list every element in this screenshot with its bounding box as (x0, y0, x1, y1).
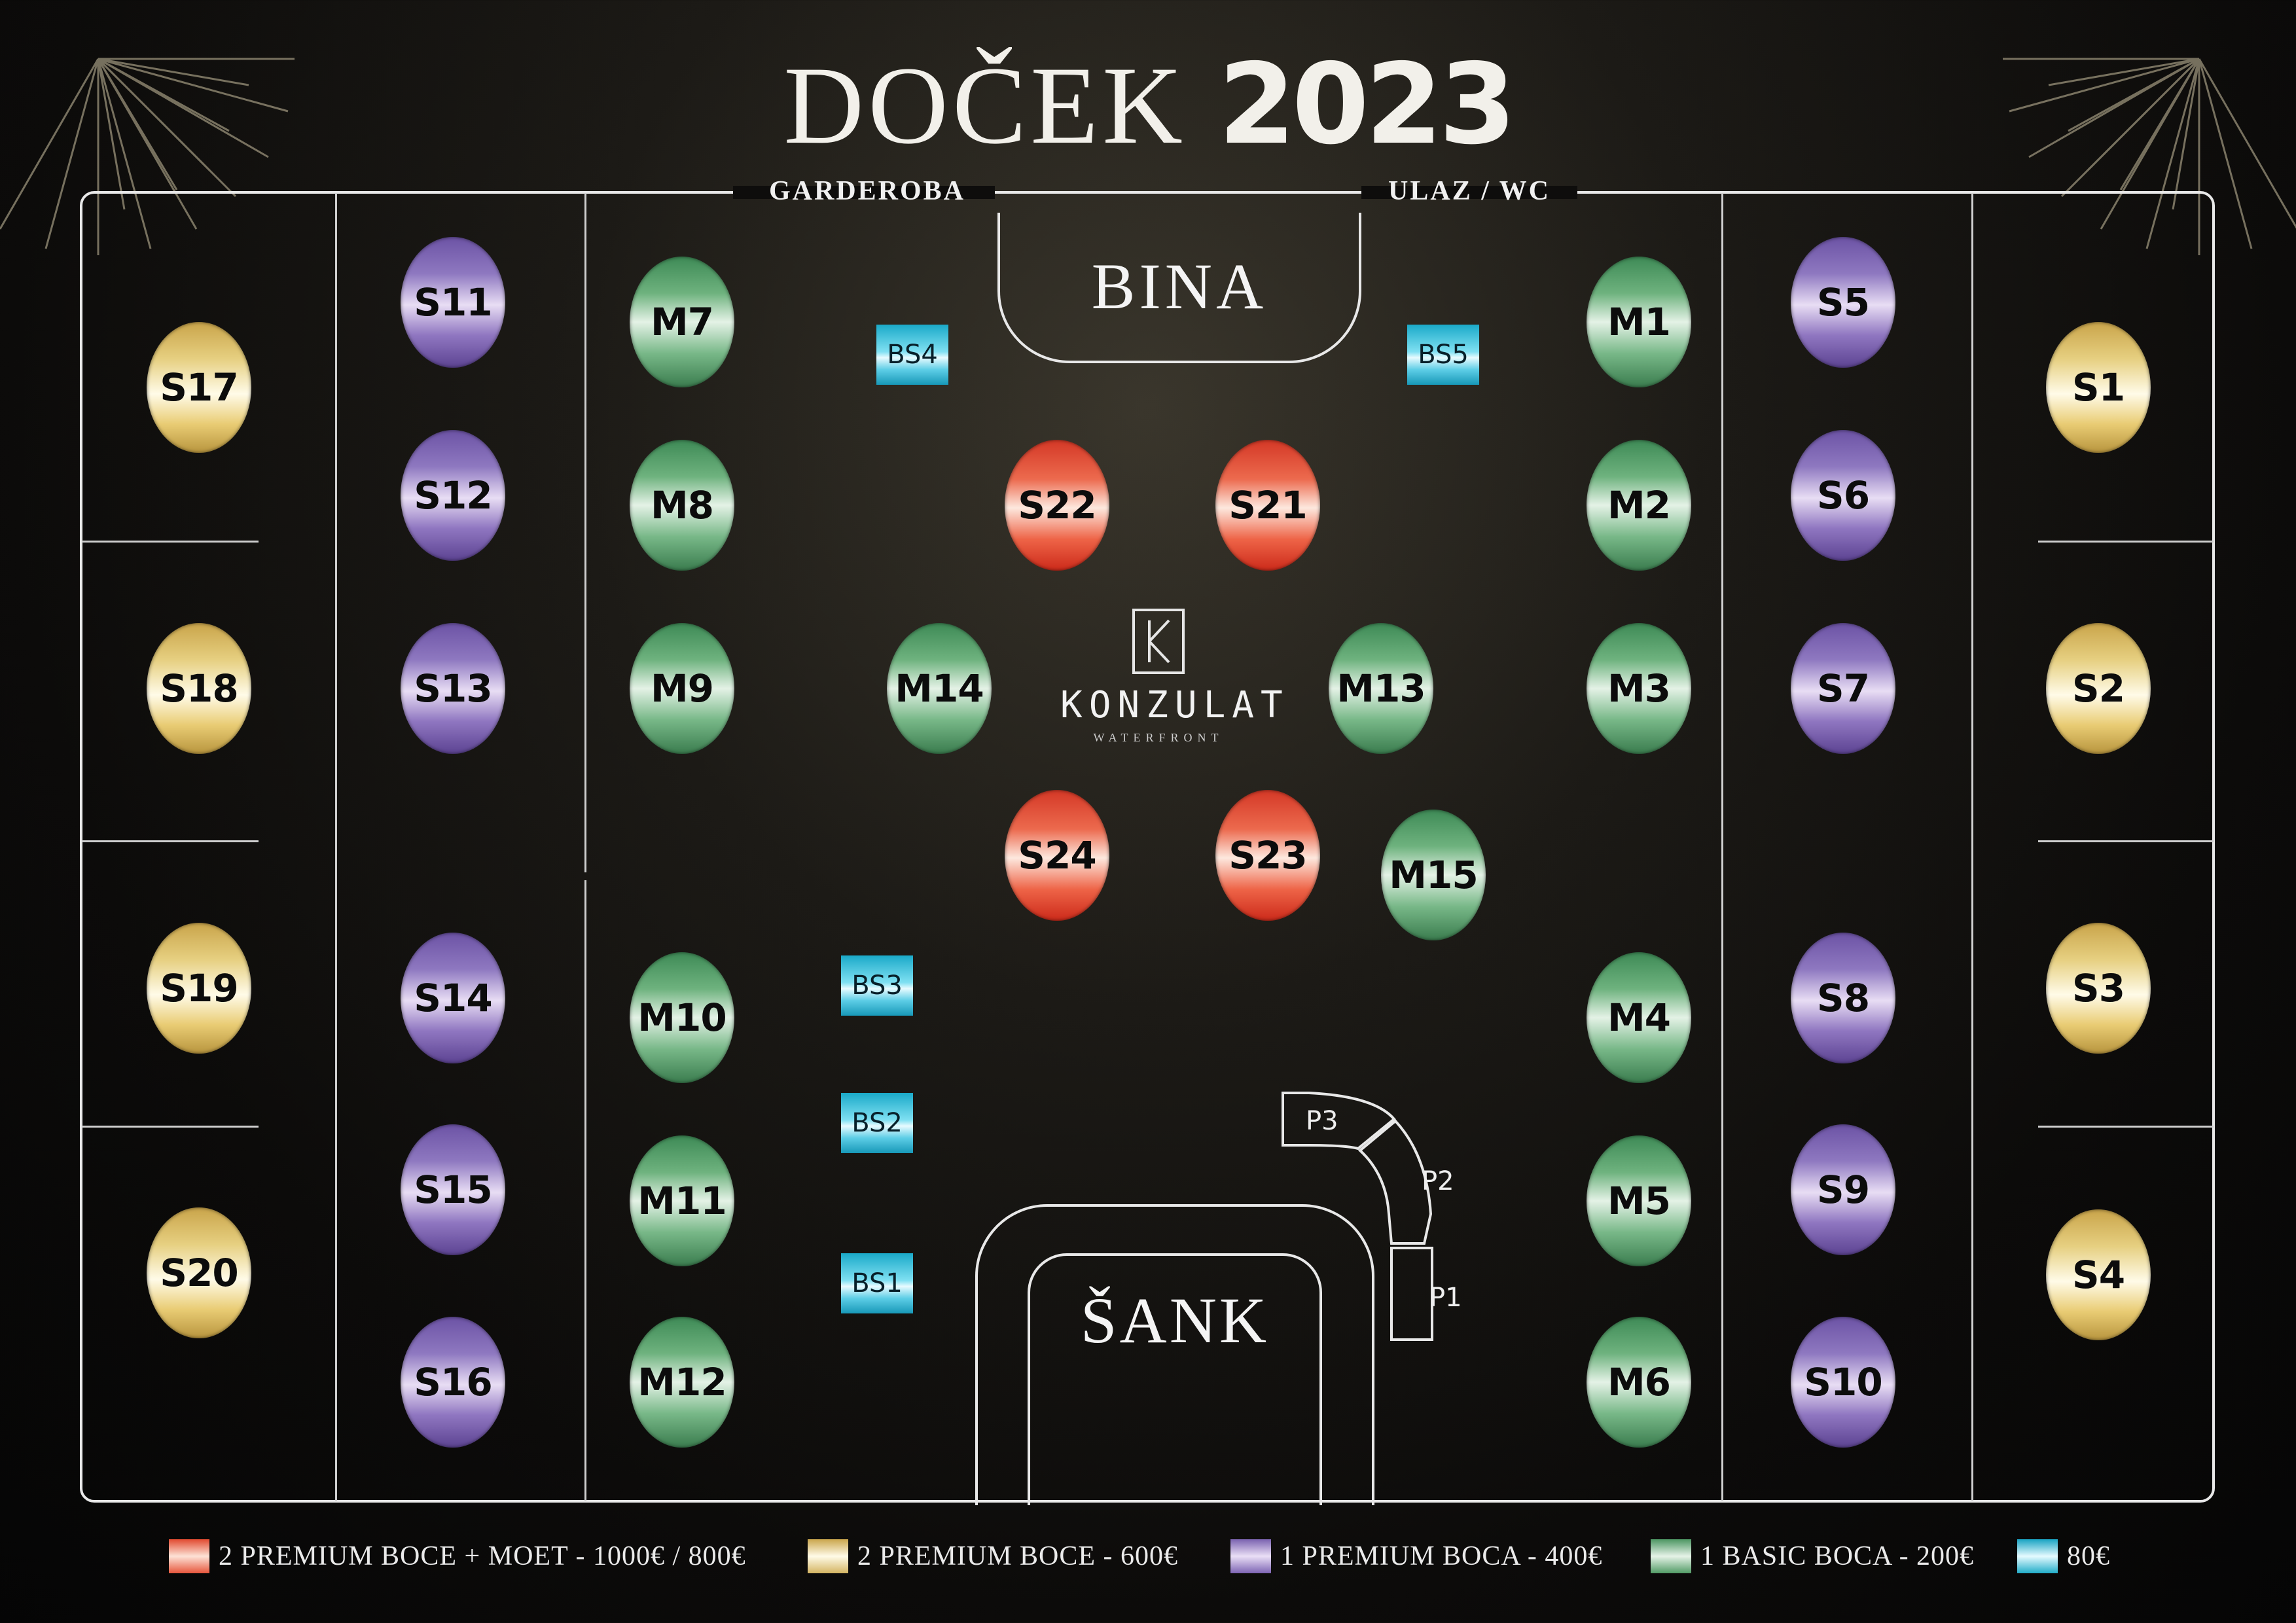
table-S1[interactable]: S1 (2046, 322, 2151, 453)
logo-k-mark (1132, 609, 1185, 674)
bar: ŠANK (1028, 1283, 1322, 1381)
floor-plan-frame (80, 191, 2215, 1503)
bar-seat-BS4[interactable]: BS4 (876, 325, 948, 385)
legend-label-cyan: 80€ (2067, 1541, 2110, 1571)
table-S10[interactable]: S10 (1791, 1317, 1895, 1448)
stool-p1-shape (1390, 1247, 1433, 1341)
firework-decoration-right (2003, 58, 2296, 255)
logo-name: KONZULAT (1060, 684, 1289, 726)
stage-label: BINA (1091, 250, 1268, 323)
logo-k-icon (1148, 619, 1170, 664)
booth-divider-left-1 (82, 541, 259, 543)
stool-p2-shape (1357, 1119, 1433, 1245)
bar-outer-counter (975, 1204, 1374, 1505)
stage: BINA (997, 213, 1361, 363)
legend-swatch-red (169, 1539, 209, 1573)
table-M10[interactable]: M10 (630, 952, 734, 1083)
table-S4[interactable]: S4 (2046, 1209, 2151, 1340)
stool-p3-shape (1282, 1092, 1396, 1150)
booth-divider-left-3 (82, 1126, 259, 1128)
table-S19[interactable]: S19 (147, 923, 251, 1054)
divider-right-2 (1971, 193, 1973, 1501)
table-S3[interactable]: S3 (2046, 923, 2151, 1054)
table-M11[interactable]: M11 (630, 1135, 734, 1266)
legend-label-red: 2 PREMIUM BOCE + MOET - 1000€ / 800€ (219, 1541, 746, 1571)
table-S17[interactable]: S17 (147, 322, 251, 453)
bar-seat-BS2[interactable]: BS2 (841, 1093, 913, 1153)
booth-divider-right-3 (2038, 1126, 2214, 1128)
table-M12[interactable]: M12 (630, 1317, 734, 1448)
table-M7[interactable]: M7 (630, 257, 734, 387)
table-M4[interactable]: M4 (1587, 952, 1691, 1083)
table-S18[interactable]: S18 (147, 623, 251, 754)
booth-divider-left-2 (82, 840, 259, 842)
table-S9[interactable]: S9 (1791, 1124, 1895, 1255)
frame-gap-garderoba (733, 186, 995, 199)
bar-stool-area (1282, 1092, 1433, 1341)
table-S7[interactable]: S7 (1791, 623, 1895, 754)
entrance-label: ULAZ / WC (1388, 176, 1551, 206)
table-S13[interactable]: S13 (401, 623, 505, 754)
legend-label-green: 1 BASIC BOCA - 200€ (1700, 1541, 1975, 1571)
konzulat-logo: KONZULAT WATERFRONT (1060, 605, 1289, 762)
bar-stool-P3[interactable]: P3 (1306, 1106, 1338, 1136)
legend-swatch-purple (1230, 1539, 1271, 1573)
divider-left-1 (335, 193, 337, 1501)
table-S5[interactable]: S5 (1791, 237, 1895, 368)
legend-label-purple: 1 PREMIUM BOCA - 400€ (1280, 1541, 1603, 1571)
table-S2[interactable]: S2 (2046, 623, 2151, 754)
legend-swatch-gold (808, 1539, 848, 1573)
table-S15[interactable]: S15 (401, 1124, 505, 1255)
table-M9[interactable]: M9 (630, 623, 734, 754)
bar-stool-P2[interactable]: P2 (1422, 1166, 1454, 1196)
title-text: DOČEK (783, 44, 1219, 167)
legend-swatch-cyan (2017, 1539, 2058, 1573)
table-M8[interactable]: M8 (630, 440, 734, 571)
bar-inner-counter (1028, 1253, 1322, 1505)
table-S11[interactable]: S11 (401, 237, 505, 368)
table-S20[interactable]: S20 (147, 1207, 251, 1338)
table-S23[interactable]: S23 (1215, 790, 1320, 921)
legend-item-purple: 1 PREMIUM BOCA - 400€ (1230, 1537, 1602, 1576)
title-year: 2023 (1218, 40, 1516, 169)
bar-stool-P1[interactable]: P1 (1429, 1283, 1462, 1313)
legend-swatch-green (1651, 1539, 1691, 1573)
table-S14[interactable]: S14 (401, 933, 505, 1063)
page-title: DOČEK 2023 (0, 39, 2296, 170)
legend-item-red: 2 PREMIUM BOCE + MOET - 1000€ / 800€ (169, 1537, 746, 1576)
table-M2[interactable]: M2 (1587, 440, 1691, 571)
divider-right-1 (1721, 193, 1723, 1501)
table-S21[interactable]: S21 (1215, 440, 1320, 571)
table-M13[interactable]: M13 (1329, 623, 1433, 754)
table-S12[interactable]: S12 (401, 430, 505, 561)
frame-gap-entrance (1361, 186, 1577, 199)
table-S16[interactable]: S16 (401, 1317, 505, 1448)
firework-decoration-left (0, 58, 295, 255)
divider-left-2a (584, 193, 586, 872)
table-M15[interactable]: M15 (1381, 810, 1486, 940)
table-M14[interactable]: M14 (887, 623, 992, 754)
divider-left-2b (584, 880, 586, 1501)
legend-label-gold: 2 PREMIUM BOCE - 600€ (857, 1541, 1179, 1571)
logo-subtitle: WATERFRONT (1093, 731, 1224, 744)
legend-item-green: 1 BASIC BOCA - 200€ (1651, 1537, 1974, 1576)
bar-label: ŠANK (1080, 1284, 1270, 1357)
table-S8[interactable]: S8 (1791, 933, 1895, 1063)
booth-divider-right-2 (2038, 840, 2214, 842)
bar-seat-BS3[interactable]: BS3 (841, 955, 913, 1016)
table-M5[interactable]: M5 (1587, 1135, 1691, 1266)
table-S24[interactable]: S24 (1005, 790, 1109, 921)
table-M6[interactable]: M6 (1587, 1317, 1691, 1448)
legend-item-gold: 2 PREMIUM BOCE - 600€ (808, 1537, 1178, 1576)
bar-seat-BS5[interactable]: BS5 (1407, 325, 1479, 385)
booth-divider-right-1 (2038, 541, 2214, 543)
table-M1[interactable]: M1 (1587, 257, 1691, 387)
legend-item-cyan: 80€ (2017, 1537, 2110, 1576)
table-M3[interactable]: M3 (1587, 623, 1691, 754)
table-S6[interactable]: S6 (1791, 430, 1895, 561)
table-S22[interactable]: S22 (1005, 440, 1109, 571)
bar-seat-BS1[interactable]: BS1 (841, 1253, 913, 1313)
garderoba-label: GARDEROBA (768, 176, 966, 206)
